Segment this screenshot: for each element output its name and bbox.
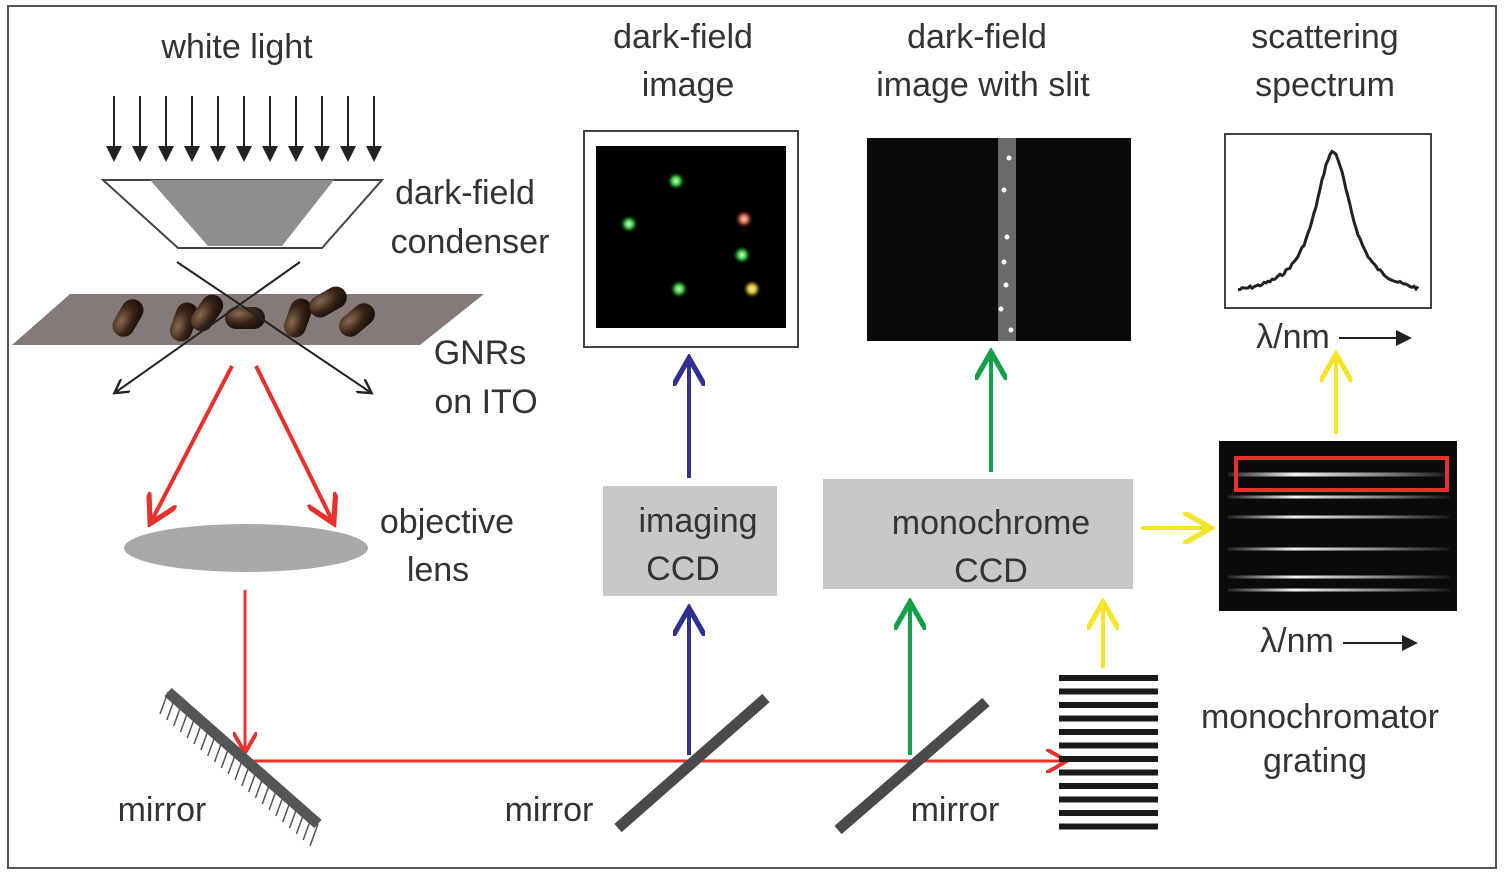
mirror-hatch (275, 793, 285, 817)
mono-ccd-label-line2: CCD (954, 552, 1028, 590)
spectral-line (1228, 515, 1450, 519)
imaging-ccd-box (603, 486, 777, 596)
nanorod (169, 302, 199, 342)
mirror-hatch (193, 721, 203, 745)
grating-line (1059, 783, 1158, 789)
mirror-hatch (220, 745, 231, 769)
lambda-label-lower: λ/nm (1260, 622, 1334, 660)
mono-ccd-label-line1: monochrome (892, 504, 1090, 542)
grating-line (1059, 756, 1158, 762)
mirror-hatch (302, 817, 312, 841)
white-light-label: white light (160, 28, 313, 66)
mirror-hatch (172, 703, 183, 727)
nanorod (112, 299, 144, 337)
down-arrow-icon (106, 96, 382, 162)
spectrum-title-line1: scattering (1251, 18, 1398, 56)
scattered-light-ray-right (176, 261, 370, 392)
spectrum-curve (1237, 149, 1420, 292)
spectral-lines (1228, 472, 1450, 592)
nanorod (190, 294, 224, 332)
mirror-hatch (213, 739, 224, 763)
mirror-hatch (227, 751, 237, 775)
grating-line (1059, 675, 1158, 681)
mirror-hatch (247, 769, 258, 793)
mirror-hatch (309, 823, 319, 847)
grating-line (1059, 688, 1158, 695)
grating-line (1059, 823, 1158, 830)
nanorod (309, 286, 347, 318)
mirror-hatch (179, 709, 190, 733)
df-slit-title-line1: dark-field (907, 18, 1047, 56)
gnrs-label-line2: on ITO (434, 383, 537, 421)
grating-icon (1059, 675, 1158, 830)
objective-label-line1: objective (380, 503, 514, 541)
beamsplitter-mirror-3 (834, 697, 990, 835)
mirror-hatch (166, 697, 176, 721)
mirror-label-2: mirror (505, 791, 594, 829)
mirror-hatch (200, 727, 210, 751)
mirror-label-1: mirror (118, 791, 207, 829)
mirror-hatch (234, 757, 244, 781)
mirror-icon (159, 687, 322, 847)
spectral-image (1219, 441, 1457, 611)
gnrs-label-line1: GNRs (434, 334, 527, 372)
lambda-label-upper: λ/nm (1256, 318, 1330, 356)
grating-line (1059, 769, 1158, 776)
mirror-hatch (207, 733, 217, 757)
collected-ray-right (254, 365, 332, 520)
dark-field-condenser (100, 179, 385, 249)
lens-icon (124, 524, 368, 572)
monochrome-ccd-box (823, 479, 1133, 589)
mirror-hatch (288, 805, 299, 829)
nanorod (283, 298, 313, 338)
imaging-ccd-label-line2: CCD (646, 550, 720, 588)
grating-line (1059, 810, 1158, 816)
mirror-hatch (241, 763, 251, 787)
condenser-label-line2: condenser (391, 223, 550, 261)
objective-label-line2: lens (407, 551, 469, 589)
spectral-line (1228, 472, 1450, 477)
grating-line (1059, 729, 1158, 735)
mirror-label-3: mirror (911, 791, 1000, 829)
mirror-hatch (268, 787, 278, 811)
df-image (596, 146, 786, 328)
mirror-hatch (159, 691, 169, 715)
spectral-line (1228, 495, 1450, 499)
grating-line (1059, 796, 1158, 803)
mirror-hatch (261, 781, 271, 805)
spectral-line (1228, 588, 1450, 592)
beamsplitter-mirror-2 (614, 693, 770, 833)
grating-line (1059, 702, 1158, 708)
mirror-hatch (186, 715, 196, 739)
df-image-title-line2: image (642, 66, 735, 104)
selected-spectrum-highlight (1234, 456, 1449, 492)
spectrum-title-line2: spectrum (1255, 66, 1395, 104)
collected-ray-left (152, 365, 234, 520)
df-image-title-line1: dark-field (613, 18, 753, 56)
spectral-line (1228, 575, 1450, 579)
grating-line (1059, 715, 1158, 722)
nanorod (225, 307, 265, 329)
mirror-hatch (254, 775, 265, 799)
condenser-label-line1: dark-field (395, 174, 535, 212)
mirror-hatch (282, 799, 292, 823)
grating-label-line2: grating (1263, 742, 1367, 780)
imaging-ccd-label-line1: imaging (638, 502, 757, 540)
df-image-particles (620, 172, 761, 298)
scattered-light-ray-left (116, 261, 301, 392)
spectral-line (1228, 547, 1450, 551)
df-slit-title-line2: image with slit (876, 66, 1090, 104)
nanorod-icon (112, 286, 375, 342)
nanorod (339, 303, 375, 337)
grating-label-line1: monochromator (1201, 698, 1439, 736)
mirror-hatch (295, 811, 306, 835)
grating-line (1059, 742, 1158, 749)
slit-particles (998, 155, 1014, 333)
